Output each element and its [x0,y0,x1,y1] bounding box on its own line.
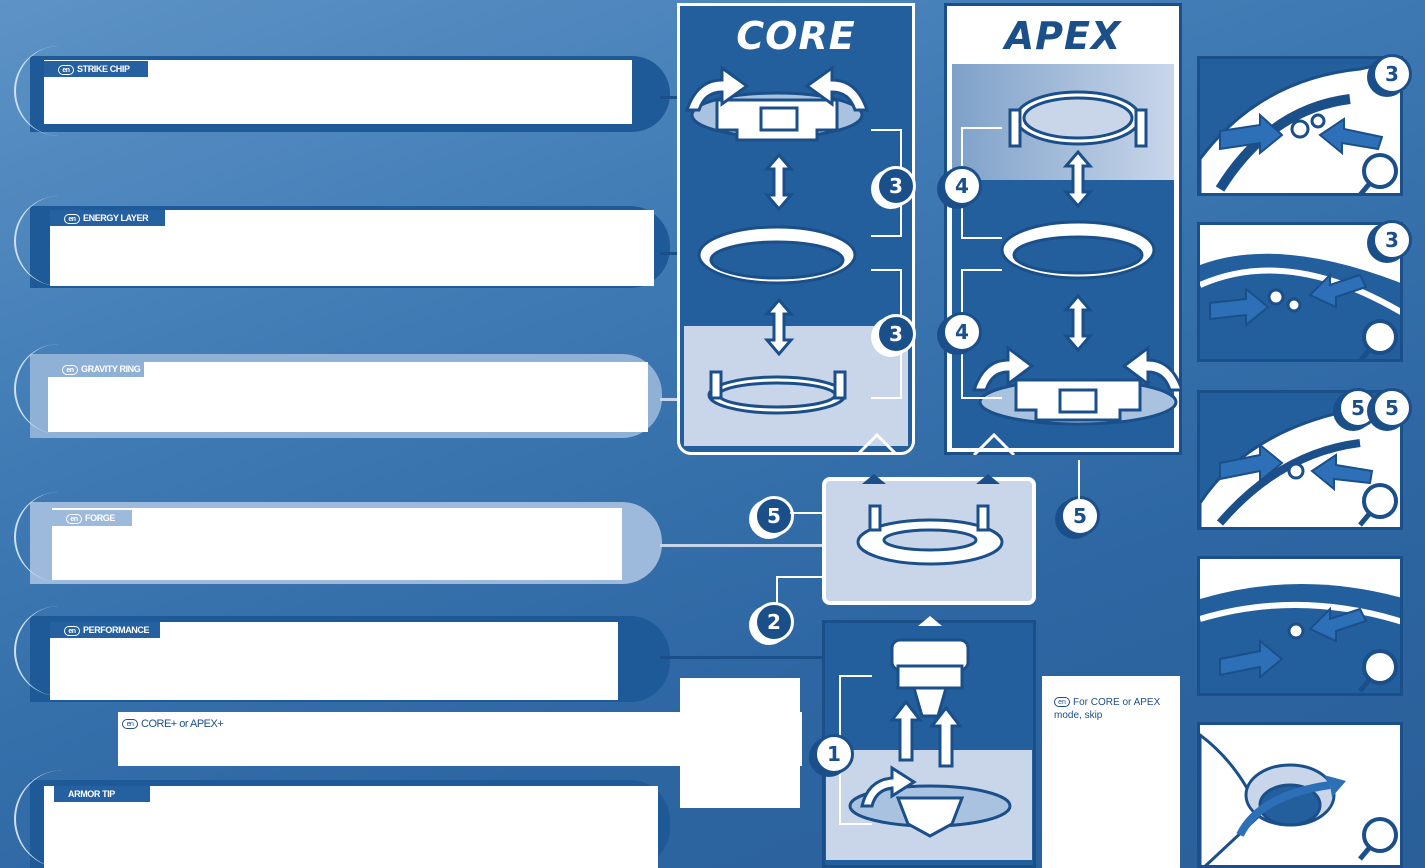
gravity-ring-illustration [707,370,847,415]
connector-line [660,656,830,659]
gravity-ring-illustration [1008,90,1148,148]
forge-disc-illustration [856,474,1004,566]
step-1-badge: 1 [814,734,854,774]
connector-line [1078,460,1080,500]
connector-line [660,544,830,547]
row-arc-decoration [14,344,76,434]
hand-assembly-illustration [1200,402,1400,527]
connector-line [660,96,682,99]
en-language-icon: en [1054,697,1070,708]
hand-assembly-illustration [1200,584,1400,693]
energy-layer-base-illustration [1000,220,1156,280]
up-down-arrow-icon [763,297,795,357]
panel-notch [855,432,899,455]
row-arc-decoration [14,606,76,696]
gravity-ring-textbox [48,362,648,432]
photo-attach-tip [1197,722,1403,868]
core-diagram [684,65,902,455]
core-title: CORE [736,14,856,58]
hand-assembly-illustration [1200,253,1400,359]
step-3-badge: 3 [876,314,916,354]
up-down-arrow-icon [763,152,795,212]
armor-tip-label: ARMOR TIP [54,786,150,802]
step-4-badge: 4 [942,312,982,352]
panel-notch [972,432,1016,455]
plus-note-box-upper [680,678,800,808]
step-3-badge: 3 [1372,54,1412,94]
rotate-arrow-icon [860,765,917,808]
apex-title: APEX [1004,14,1122,58]
en-language-icon: en [62,364,78,375]
rotate-arrow-icon [971,345,1182,392]
photo-release-disc [1197,556,1403,696]
connector-line [790,512,824,514]
rotate-arrow-icon [684,65,870,112]
hand-assembly-illustration [1200,59,1400,193]
en-language-icon: en [64,625,80,636]
energy-layer-base-illustration [697,225,857,285]
strike-chip-illustration [690,91,864,142]
hand-assembly-illustration [1200,733,1398,865]
step-5-badge: 5 [754,496,794,536]
apex-diagram [961,90,1182,455]
up-arrow-icon [888,699,964,768]
connector-line [776,576,824,578]
row-arc-decoration [14,46,76,136]
forge-disc-textbox [52,508,622,580]
step-5-badge: 5 [1060,496,1100,536]
row-arc-decoration [14,196,76,286]
up-down-arrow-icon [1062,149,1094,209]
performance-tip-illustration [839,616,1012,838]
row-arc-decoration [14,492,76,582]
step-3-badge: 3 [876,166,916,206]
photo-step-3-release [1197,222,1403,362]
connector-line [776,576,778,604]
strike-chip-illustration [978,378,1178,426]
en-language-icon: en [66,513,82,524]
step-4-badge: 4 [942,166,982,206]
up-down-arrow-icon [1062,293,1094,353]
step-2-badge: 2 [754,602,794,642]
step-5-badge: 5 [1372,388,1412,428]
en-language-icon: en [122,719,138,730]
photo-step-3-lock [1197,56,1403,196]
en-language-icon: en [58,64,74,75]
step-3-badge: 3 [1372,220,1412,260]
row-arc-decoration [14,770,76,868]
en-language-icon: en [64,213,80,224]
